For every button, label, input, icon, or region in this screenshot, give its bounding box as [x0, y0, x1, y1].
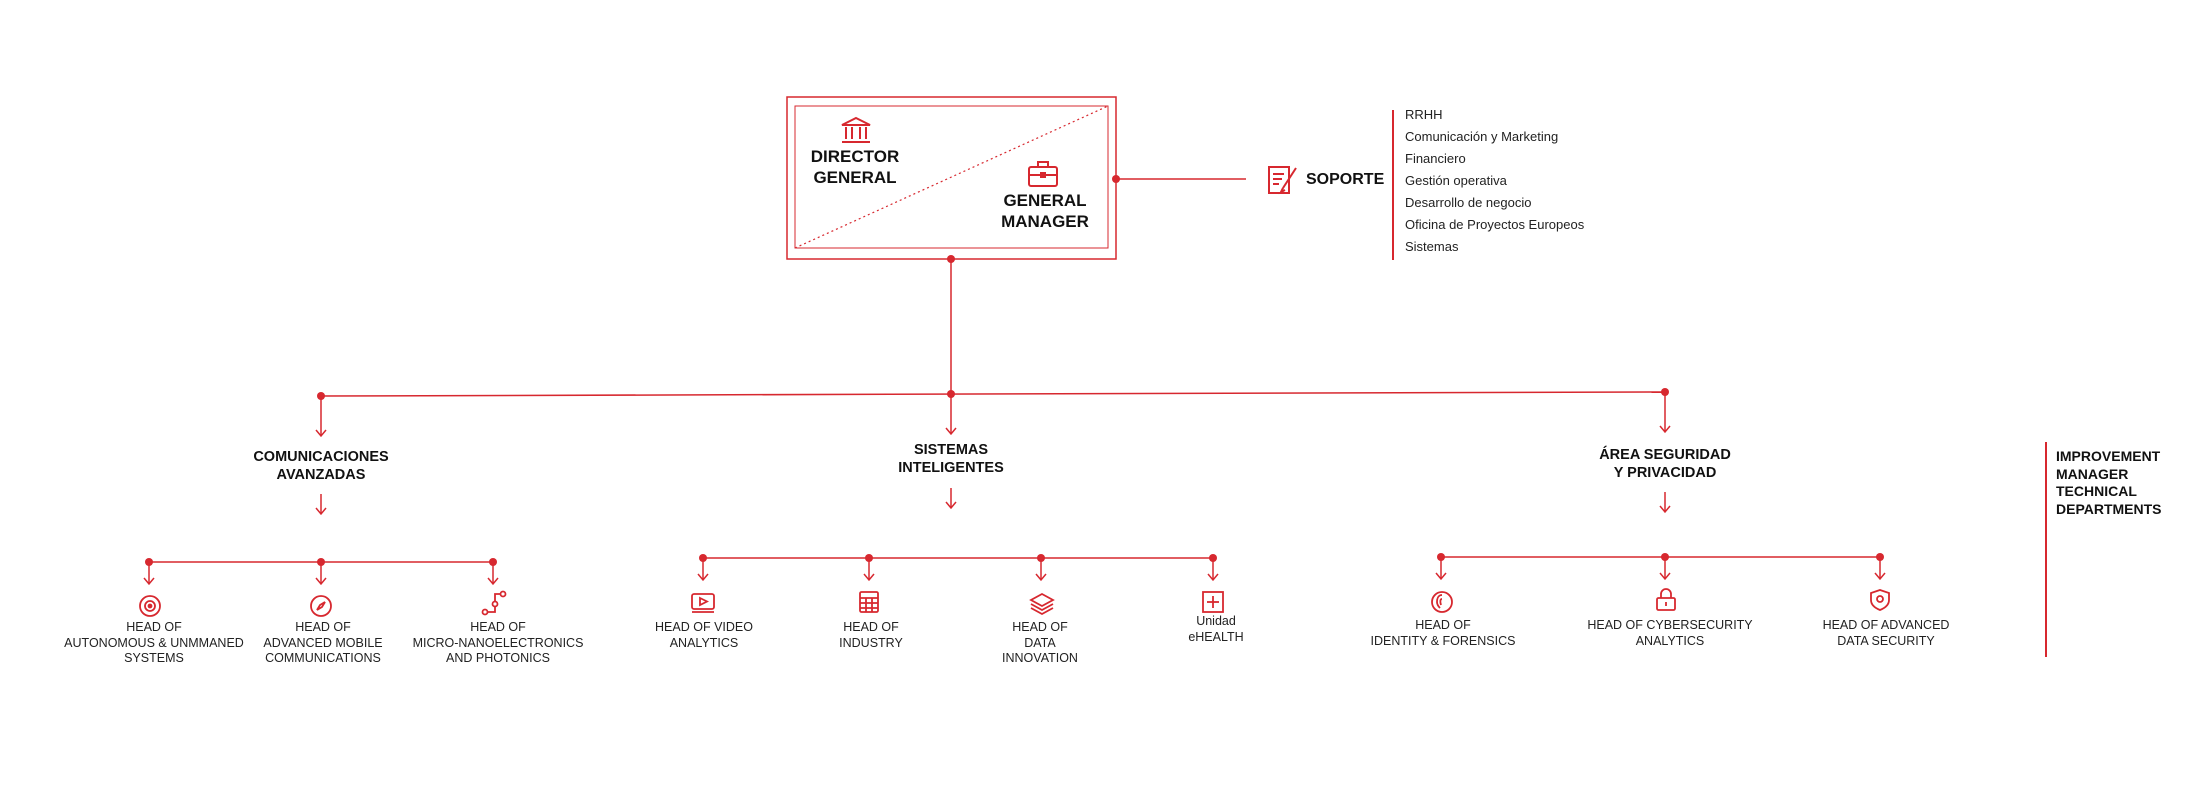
general-manager-label: GENERAL MANAGER	[1001, 191, 1089, 232]
improvement-manager-label: IMPROVEMENT MANAGER TECHNICAL DEPARTMENT…	[2056, 448, 2162, 517]
support-item: Gestión operativa	[1405, 173, 1507, 188]
unidad-ehealth-label: Unidad eHEALTH	[1188, 614, 1244, 644]
head-advanced-mobile-label: HEAD OF ADVANCED MOBILE COMMUNICATIONS	[263, 620, 383, 666]
head-video-analytics-label: HEAD OF VIDEO ANALYTICS	[655, 620, 753, 650]
head-cybersecurity-label: HEAD OF CYBERSECURITY ANALYTICS	[1587, 618, 1753, 648]
diagonal-divider	[794, 105, 1109, 249]
support-list: RRHH Comunicación y Marketing Financiero…	[1405, 104, 1584, 258]
head-industry-label: HEAD OF INDUSTRY	[839, 620, 903, 650]
department-sistemas: SISTEMAS INTELIGENTES	[898, 442, 1004, 477]
bank-icon	[841, 116, 871, 143]
drone-icon	[139, 595, 161, 617]
head-autonomous-label: HEAD OF AUTONOMOUS & UNMMANED SYSTEMS	[64, 620, 244, 666]
support-item: Oficina de Proyectos Europeos	[1405, 217, 1585, 232]
circuit-icon	[481, 590, 507, 616]
department-comunicaciones: COMUNICACIONES AVANZADAS	[253, 449, 389, 484]
video-icon	[691, 593, 715, 613]
padlock-icon	[1656, 588, 1676, 611]
compass-icon	[310, 595, 332, 617]
support-item: Desarrollo de negocio	[1405, 195, 1532, 210]
department-seguridad: ÁREA SEGURIDAD Y PRIVACIDAD	[1599, 447, 1731, 482]
support-title: SOPORTE	[1306, 171, 1385, 188]
head-identity-forensics-label: HEAD OF IDENTITY & FORENSICS	[1370, 618, 1516, 648]
head-data-innovation-label: HEAD OF DATA INNOVATION	[1002, 620, 1078, 666]
support-item: Sistemas	[1405, 239, 1459, 254]
fingerprint-icon	[1431, 591, 1453, 613]
head-advanced-data-security-label: HEAD OF ADVANCED DATA SECURITY	[1822, 618, 1950, 648]
leadership-box-inner	[794, 105, 1109, 249]
departments-bus	[320, 391, 1666, 397]
head-micro-nano-label: HEAD OF MICRO-NANOELECTRONICS AND PHOTON…	[412, 620, 584, 666]
health-cross-icon	[1202, 591, 1224, 613]
support-node	[1112, 175, 1120, 183]
document-pen-icon	[1268, 166, 1297, 195]
support-item: Comunicación y Marketing	[1405, 129, 1559, 144]
briefcase-icon	[1028, 161, 1058, 187]
shield-icon	[1870, 589, 1890, 611]
director-general-label: DIRECTOR GENERAL	[810, 147, 900, 188]
support-item: RRHH	[1405, 107, 1443, 122]
support-item: Financiero	[1405, 151, 1466, 166]
layers-icon	[1029, 592, 1055, 616]
calculator-icon	[859, 591, 879, 613]
